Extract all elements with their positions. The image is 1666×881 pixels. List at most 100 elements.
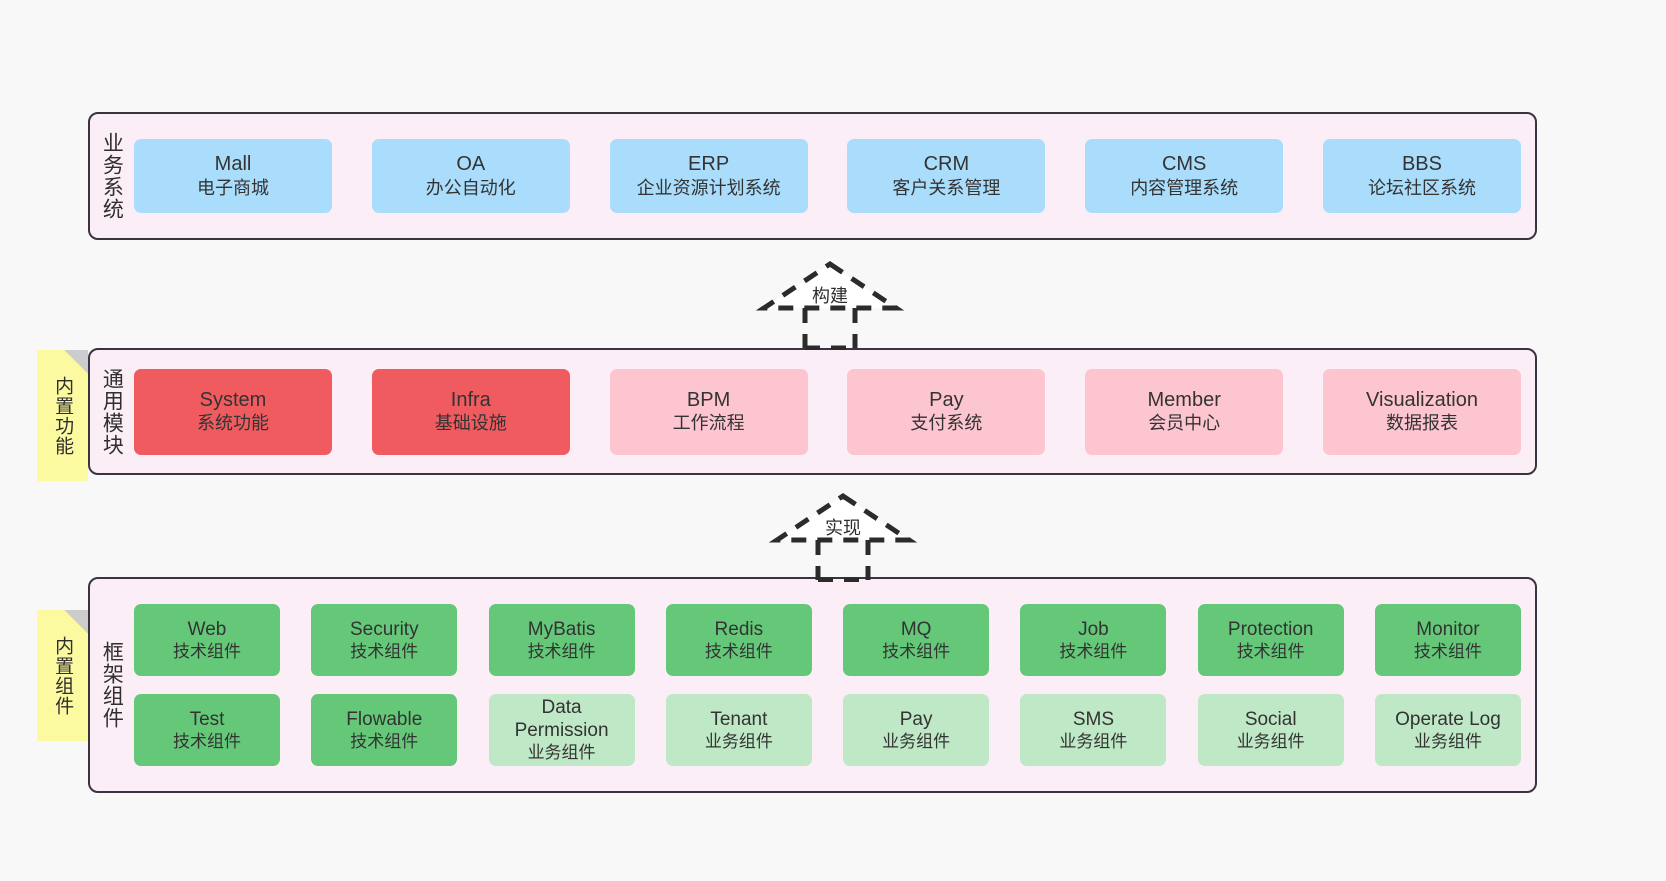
card-subtitle: 业务组件 bbox=[882, 731, 951, 751]
layer-body-framework-component: Web 技术组件 Security 技术组件 MyBatis 技术组件 Redi… bbox=[132, 579, 1535, 791]
card-title: CMS bbox=[1161, 153, 1207, 176]
card-web[interactable]: Web 技术组件 bbox=[134, 604, 280, 676]
card-title: MQ bbox=[900, 618, 932, 640]
card-job[interactable]: Job 技术组件 bbox=[1020, 604, 1167, 676]
card-subtitle: 技术组件 bbox=[1413, 641, 1482, 661]
connector-implement-label: 实现 bbox=[825, 518, 861, 538]
card-subtitle: 支付系统 bbox=[910, 413, 983, 434]
card-mall[interactable]: Mall 电子商城 bbox=[134, 139, 332, 213]
card-title: Job bbox=[1078, 618, 1109, 640]
connector-implement-icon bbox=[768, 492, 918, 583]
card-flowable[interactable]: Flowable 技术组件 bbox=[311, 694, 458, 766]
card-redis[interactable]: Redis 技术组件 bbox=[665, 604, 812, 676]
card-title: Mall bbox=[214, 153, 252, 176]
card-data-permission[interactable]: Data Permission 业务组件 bbox=[488, 694, 635, 766]
card-title: ERP bbox=[688, 153, 730, 176]
card-title: Web bbox=[187, 618, 227, 640]
framework-card-row-technical: Web 技术组件 Security 技术组件 MyBatis 技术组件 Redi… bbox=[134, 604, 1521, 676]
card-mq[interactable]: MQ 技术组件 bbox=[843, 604, 990, 676]
card-subtitle: 技术组件 bbox=[173, 641, 241, 661]
card-test[interactable]: Test 技术组件 bbox=[134, 694, 280, 766]
card-title: SMS bbox=[1072, 708, 1114, 730]
layer-body-business-system: Mall 电子商城 OA 办公自动化 ERP 企业资源计划系统 CRM 客户关系… bbox=[132, 114, 1535, 238]
card-mybatis[interactable]: MyBatis 技术组件 bbox=[488, 604, 635, 676]
card-social[interactable]: Social 业务组件 bbox=[1197, 694, 1344, 766]
card-infra[interactable]: Infra 基础设施 bbox=[371, 368, 570, 455]
card-title: Operate Log bbox=[1395, 708, 1501, 730]
card-subtitle: 工作流程 bbox=[672, 413, 745, 434]
card-tenant[interactable]: Tenant 业务组件 bbox=[665, 694, 812, 766]
card-title: Pay bbox=[899, 708, 933, 730]
card-subtitle: 业务组件 bbox=[1059, 731, 1128, 751]
card-title: Visualization bbox=[1366, 388, 1478, 411]
card-protection[interactable]: Protection 技术组件 bbox=[1197, 604, 1344, 676]
card-subtitle: 业务组件 bbox=[527, 743, 596, 763]
card-subtitle: 企业资源计划系统 bbox=[636, 177, 781, 198]
layer-title-business-system: 业务系统 bbox=[100, 132, 124, 220]
card-title: Pay bbox=[929, 388, 964, 411]
card-title: BPM bbox=[686, 388, 731, 411]
layer-title-framework-component: 框架组件 bbox=[100, 641, 124, 729]
note-fold-corner-icon bbox=[64, 610, 88, 634]
note-fold-corner-icon bbox=[64, 350, 88, 374]
card-subtitle: 技术组件 bbox=[704, 641, 773, 661]
card-crm[interactable]: CRM 客户关系管理 bbox=[847, 139, 1046, 213]
card-title: Social bbox=[1244, 708, 1297, 730]
card-pay-business[interactable]: Pay 业务组件 bbox=[843, 694, 990, 766]
card-title: Security bbox=[349, 618, 419, 640]
card-cms[interactable]: CMS 内容管理系统 bbox=[1085, 139, 1284, 213]
card-subtitle: 电子商城 bbox=[197, 177, 269, 198]
card-subtitle: 系统功能 bbox=[197, 413, 269, 434]
connector-build-icon bbox=[755, 260, 905, 351]
card-title: Tenant bbox=[710, 708, 768, 730]
card-oa[interactable]: OA 办公自动化 bbox=[371, 139, 570, 213]
card-visualization[interactable]: Visualization 数据报表 bbox=[1322, 368, 1521, 455]
connector-implement-arrow: 实现 bbox=[768, 490, 918, 583]
card-subtitle: 会员中心 bbox=[1148, 413, 1221, 434]
card-pay[interactable]: Pay 支付系统 bbox=[847, 368, 1046, 455]
business-card-row: Mall 电子商城 OA 办公自动化 ERP 企业资源计划系统 CRM 客户关系… bbox=[134, 139, 1521, 213]
card-title: Monitor bbox=[1416, 618, 1480, 640]
note-builtin-function: 内置功能 bbox=[37, 350, 88, 481]
card-subtitle: 办公自动化 bbox=[425, 177, 516, 198]
card-subtitle: 技术组件 bbox=[350, 641, 419, 661]
card-subtitle: 论坛社区系统 bbox=[1367, 177, 1476, 198]
card-title: Protection bbox=[1227, 618, 1314, 640]
layer-title-common-module: 通用模块 bbox=[100, 367, 124, 456]
layer-common-module: 通用模块 System 系统功能 Infra 基础设施 BPM 工作流程 Pay… bbox=[88, 348, 1537, 475]
note-label: 内置组件 bbox=[52, 635, 74, 716]
layer-business-system: 业务系统 Mall 电子商城 OA 办公自动化 ERP 企业资源计划系统 CRM… bbox=[88, 112, 1537, 240]
note-label: 内置功能 bbox=[52, 375, 74, 456]
card-subtitle: 客户关系管理 bbox=[892, 177, 1001, 198]
card-subtitle: 技术组件 bbox=[350, 731, 419, 751]
card-title: Member bbox=[1147, 388, 1221, 411]
card-title: BBS bbox=[1401, 153, 1442, 176]
card-operate-log[interactable]: Operate Log 业务组件 bbox=[1374, 694, 1521, 766]
card-title: Redis bbox=[714, 618, 764, 640]
connector-build-arrow: 构建 bbox=[755, 258, 905, 351]
card-system[interactable]: System 系统功能 bbox=[134, 368, 332, 455]
layer-framework-component: 框架组件 Web 技术组件 Security 技术组件 MyBatis 技术组件… bbox=[88, 577, 1537, 793]
card-member[interactable]: Member 会员中心 bbox=[1085, 368, 1284, 455]
framework-card-row-business: Test 技术组件 Flowable 技术组件 Data Permission … bbox=[134, 694, 1521, 766]
card-monitor[interactable]: Monitor 技术组件 bbox=[1374, 604, 1521, 676]
module-card-row: System 系统功能 Infra 基础设施 BPM 工作流程 Pay 支付系统… bbox=[134, 368, 1521, 455]
card-title: CRM bbox=[923, 153, 970, 176]
card-subtitle: 技术组件 bbox=[882, 641, 951, 661]
card-subtitle: 技术组件 bbox=[173, 731, 241, 751]
card-security[interactable]: Security 技术组件 bbox=[311, 604, 458, 676]
card-subtitle: 业务组件 bbox=[1413, 731, 1482, 751]
card-subtitle: 业务组件 bbox=[1236, 731, 1305, 751]
card-bbs[interactable]: BBS 论坛社区系统 bbox=[1322, 139, 1521, 213]
card-subtitle: 技术组件 bbox=[527, 641, 596, 661]
card-erp[interactable]: ERP 企业资源计划系统 bbox=[609, 139, 808, 213]
card-subtitle: 技术组件 bbox=[1236, 641, 1305, 661]
card-subtitle: 业务组件 bbox=[704, 731, 773, 751]
card-bpm[interactable]: BPM 工作流程 bbox=[609, 368, 808, 455]
card-title: System bbox=[199, 388, 267, 411]
card-sms[interactable]: SMS 业务组件 bbox=[1020, 694, 1167, 766]
card-subtitle: 基础设施 bbox=[434, 413, 507, 434]
card-title: Flowable bbox=[346, 708, 423, 730]
layer-body-common-module: System 系统功能 Infra 基础设施 BPM 工作流程 Pay 支付系统… bbox=[132, 350, 1535, 473]
